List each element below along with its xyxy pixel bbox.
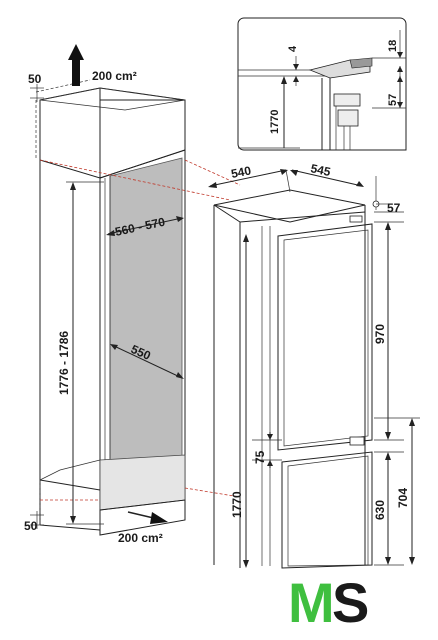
door-gap-label: 75: [253, 450, 267, 464]
freezer-height-label: 704: [396, 488, 410, 508]
vent-top-label: 200 cm²: [92, 69, 137, 83]
appliance-depth-label: 545: [309, 161, 332, 179]
vent-out-arrow-icon: [68, 44, 84, 60]
niche-cabinet: [30, 44, 241, 536]
detail-gap-label: 4: [287, 45, 299, 52]
logo-letter-s: S: [332, 571, 369, 630]
detail-offset-label: 57: [387, 94, 399, 106]
niche-height-label: 1776 - 1786: [57, 331, 71, 395]
ms-logo: M S: [288, 571, 369, 630]
freezer-door-label: 630: [373, 500, 387, 520]
detail-thickness-label: 18: [387, 40, 399, 52]
top-gap-label: 50: [28, 72, 42, 86]
appliance-height-label: 1770: [230, 491, 244, 518]
detail-inset: [237, 17, 407, 151]
appliance: [208, 169, 420, 569]
fridge-door-label: 970: [373, 324, 387, 344]
appliance-width-label: 540: [230, 163, 253, 181]
vent-in-arrow-icon: [150, 512, 168, 524]
detail-height-label: 1770: [269, 110, 281, 134]
bottom-gap-label: 50: [24, 519, 38, 533]
logo-letter-m: M: [288, 571, 335, 630]
vent-bottom-label: 200 cm²: [118, 531, 163, 545]
top-offset-label: 57: [387, 201, 401, 215]
